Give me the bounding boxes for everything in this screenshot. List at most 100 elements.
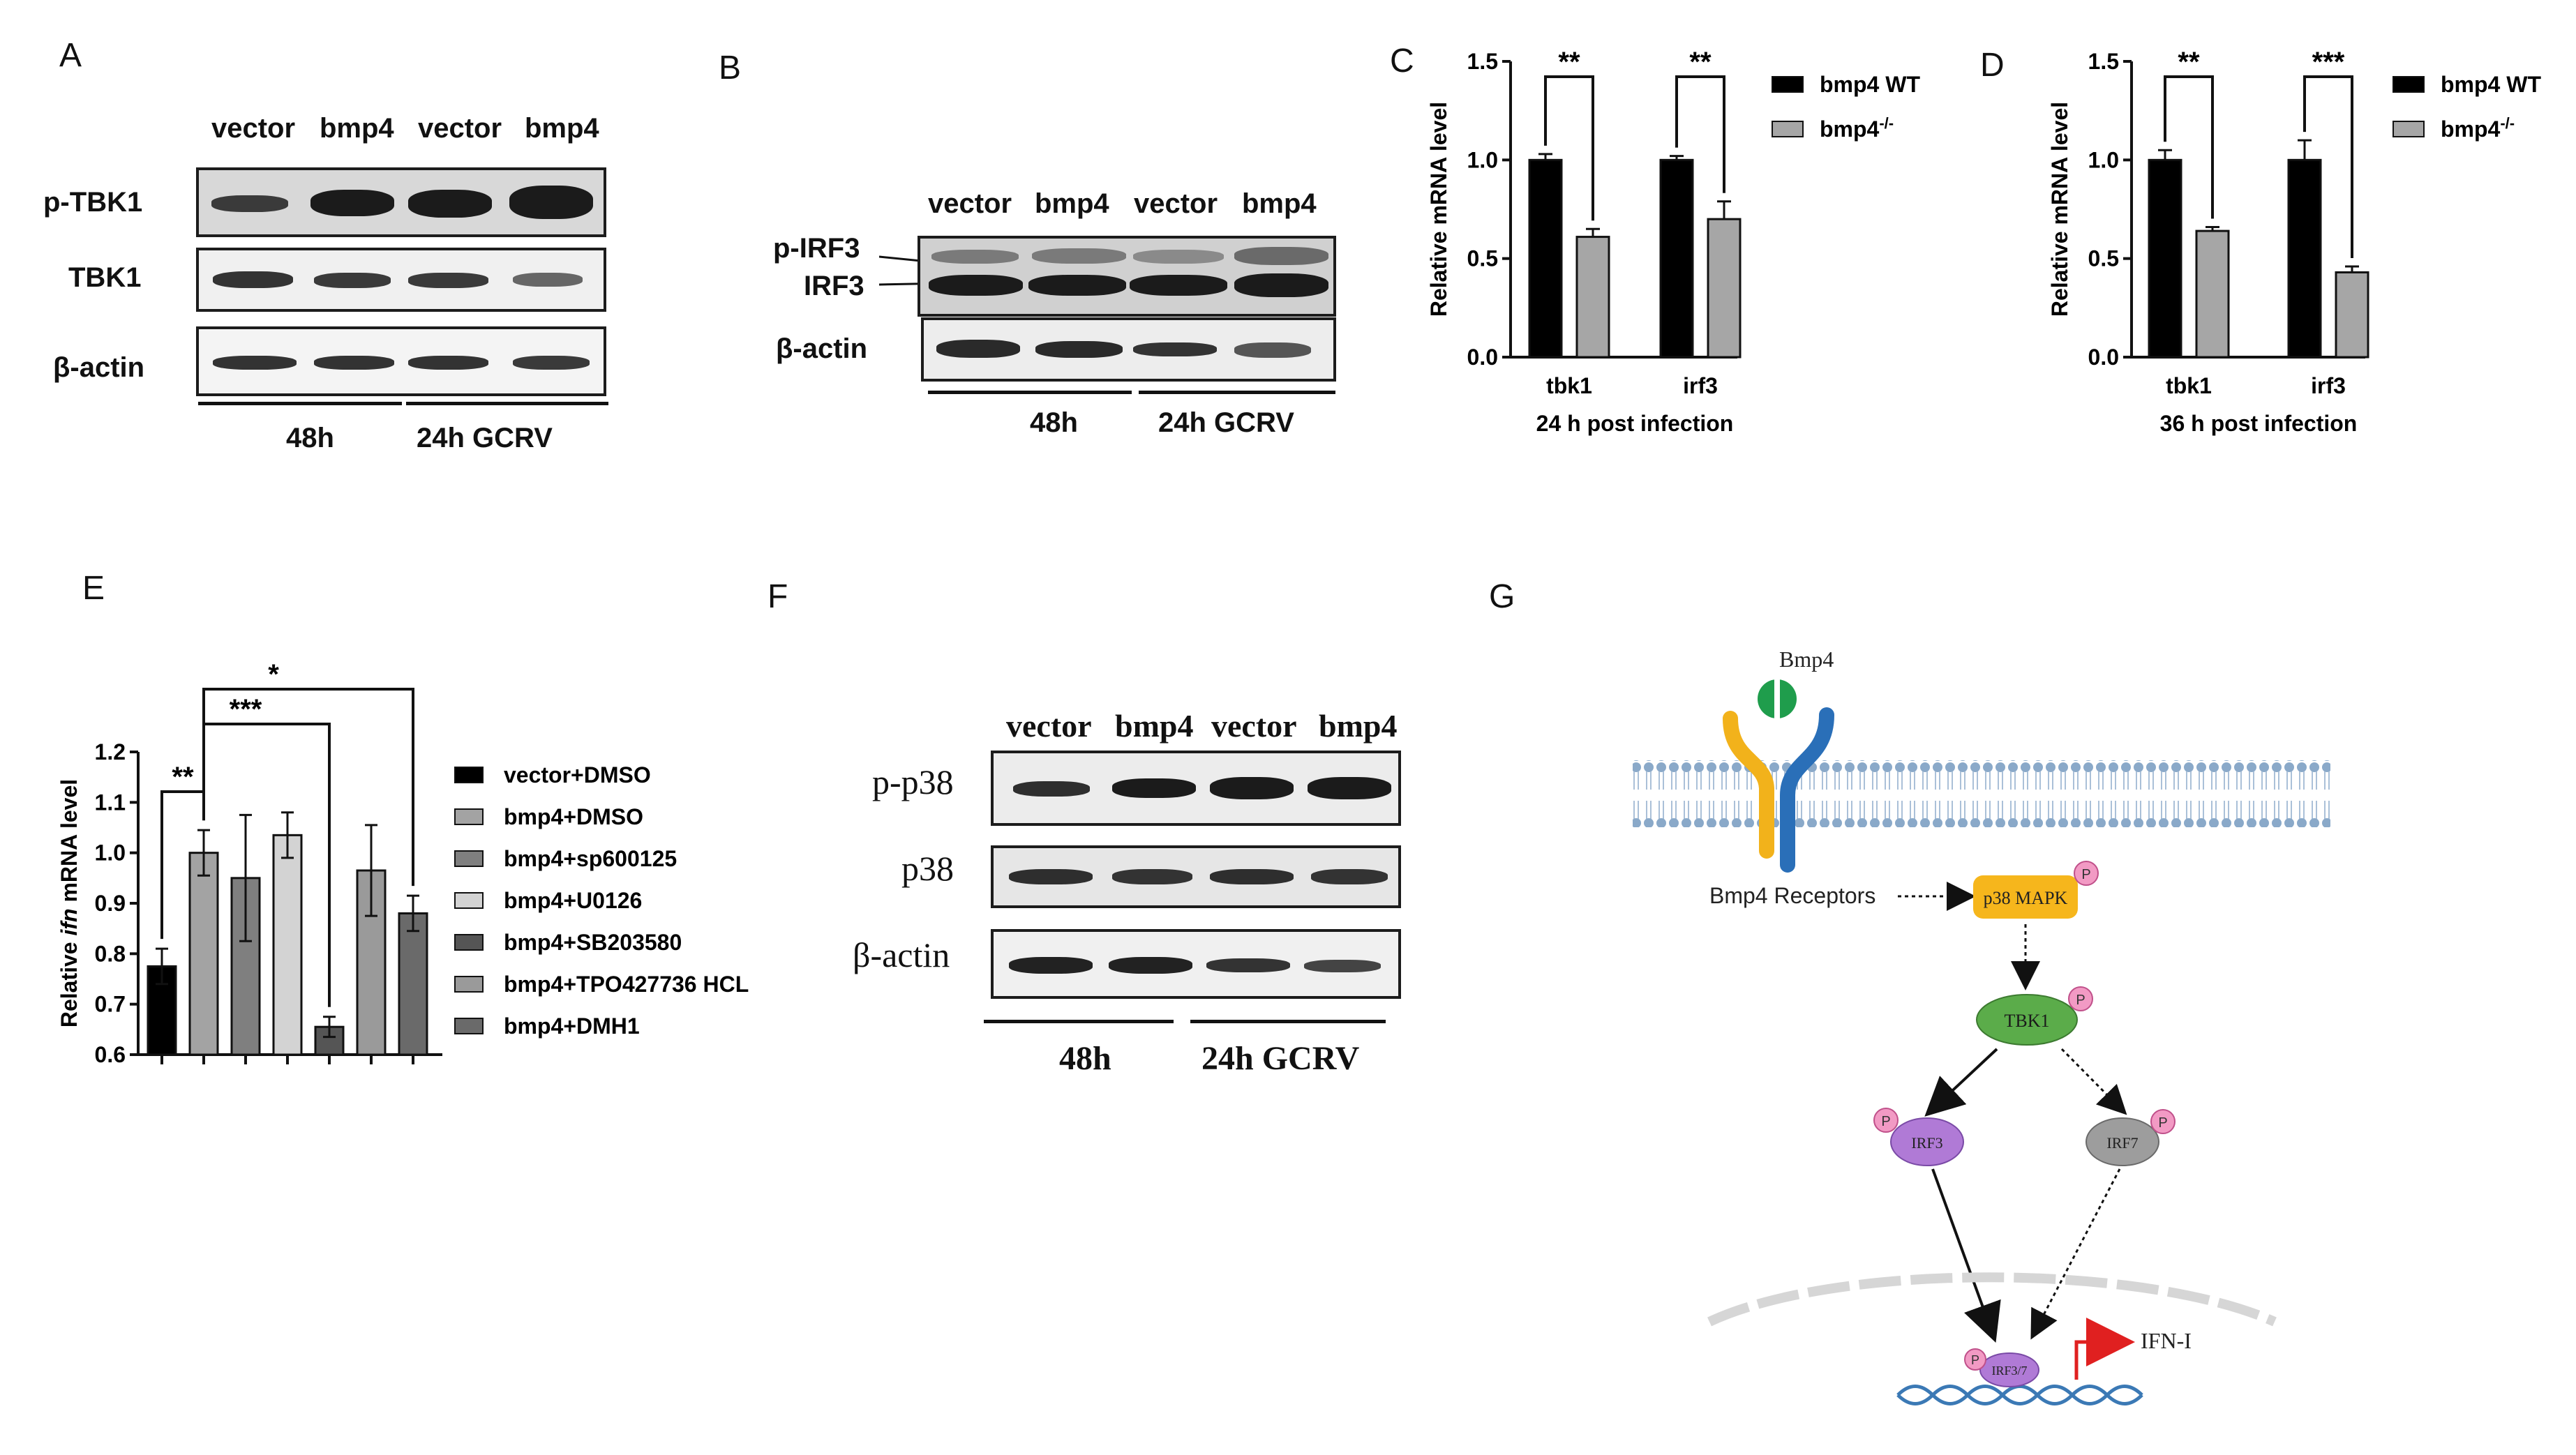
lane-header-b1: vector bbox=[928, 188, 1012, 219]
legend-label: bmp4+SB203580 bbox=[504, 930, 682, 955]
legend-label: bmp4+TPO427736 HCL bbox=[504, 972, 749, 997]
panel-label-f: F bbox=[767, 578, 788, 615]
legend-label: bmp4+U0126 bbox=[504, 888, 642, 913]
legend-swatch bbox=[1772, 121, 1804, 137]
lane-header-b4: bmp4 bbox=[1242, 188, 1317, 219]
y-tick-label: 0.5 bbox=[1467, 246, 1498, 271]
pathway-diagram: Bmp4 Bmp4 Receptors p38 MAPK P TBK1 P IR… bbox=[1633, 647, 2330, 1405]
bmp4-receptors-label: Bmp4 Receptors bbox=[1709, 883, 1875, 908]
underline-gcrv-a bbox=[406, 402, 608, 405]
significance-bracket bbox=[202, 688, 414, 887]
receptor-yellow bbox=[1723, 711, 1774, 859]
row-label-beta-actin-f: β-actin bbox=[853, 935, 950, 974]
lane-header-b2: bmp4 bbox=[1035, 188, 1109, 219]
ifn-transcription-arrow bbox=[2074, 1318, 2135, 1380]
bar bbox=[2148, 158, 2182, 359]
p38-mapk-node bbox=[1973, 875, 2078, 919]
legend-label: vector+DMSO bbox=[504, 762, 651, 787]
phospho-irf7 bbox=[2150, 1109, 2176, 1134]
x-axis-label: 24 h post infection bbox=[1536, 411, 1734, 436]
y-tick-label: 1.5 bbox=[1467, 49, 1498, 74]
bar bbox=[1659, 158, 1694, 359]
y-tick-label: 0.0 bbox=[2088, 345, 2119, 370]
bar bbox=[2287, 158, 2322, 359]
legend-swatch bbox=[454, 934, 484, 951]
row-label-beta-actin-b: β-actin bbox=[776, 333, 868, 364]
condition-gcrv-a: 24h GCRV bbox=[417, 423, 553, 453]
condition-48h-f: 48h bbox=[1059, 1040, 1111, 1077]
lane-header-3: vector bbox=[418, 113, 502, 144]
significance-label: ** bbox=[172, 762, 194, 792]
cell-membrane bbox=[1633, 760, 2330, 827]
nuclear-membrane bbox=[1707, 1272, 2277, 1327]
y-tick-label: 0.8 bbox=[95, 941, 126, 966]
legend-swatch bbox=[1772, 76, 1804, 93]
bar bbox=[188, 852, 219, 1056]
blot-p38 bbox=[991, 845, 1401, 908]
row-label-p-tbk1: p-TBK1 bbox=[43, 187, 143, 218]
legend-swatch bbox=[454, 976, 484, 993]
svg-text:P: P bbox=[2081, 867, 2090, 882]
bar bbox=[1528, 158, 1563, 359]
y-tick-label: 1.0 bbox=[1467, 147, 1498, 172]
y-axis-label: Relative ifn mRNA level bbox=[57, 779, 82, 1027]
legend-swatch bbox=[454, 1018, 484, 1034]
irf3-7-label: IRF3/7 bbox=[1991, 1364, 2027, 1378]
legend-swatch bbox=[454, 850, 484, 867]
legend-label: bmp4+DMH1 bbox=[504, 1013, 640, 1039]
condition-48h-b: 48h bbox=[1030, 407, 1078, 438]
blot-beta-actin-f bbox=[991, 929, 1401, 999]
underline-48h-f bbox=[984, 1020, 1174, 1023]
y-tick-label: 0.6 bbox=[95, 1042, 126, 1067]
y-axis-label: Relative mRNA level bbox=[2047, 102, 2072, 317]
legend-label: bmp4+sp600125 bbox=[504, 846, 677, 871]
legend-label: bmp4+DMSO bbox=[504, 804, 643, 829]
bar bbox=[1575, 236, 1610, 359]
panel-label-a: A bbox=[59, 37, 82, 74]
phospho-p38 bbox=[2074, 861, 2099, 886]
lane-header-f4: bmp4 bbox=[1319, 708, 1398, 744]
panel-label-c: C bbox=[1390, 43, 1414, 80]
y-tick-label: 0.9 bbox=[95, 891, 126, 916]
lane-header-b3: vector bbox=[1134, 188, 1218, 219]
receptor-blue bbox=[1780, 707, 1834, 873]
significance-bracket bbox=[2164, 75, 2214, 219]
y-axis-label: Relative mRNA level bbox=[1426, 102, 1451, 317]
x-tick-label: tbk1 bbox=[2166, 373, 2212, 398]
svg-text:P: P bbox=[2076, 993, 2085, 1008]
y-tick-label: 1.0 bbox=[2088, 147, 2119, 172]
irf3-label: IRF3 bbox=[1911, 1134, 1942, 1152]
row-label-tbk1: TBK1 bbox=[68, 262, 142, 293]
svg-text:P: P bbox=[2158, 1115, 2167, 1131]
legend-swatch bbox=[2392, 121, 2425, 137]
blot-tbk1 bbox=[196, 248, 606, 312]
significance-label: *** bbox=[2312, 47, 2345, 77]
significance-label: ** bbox=[1558, 47, 1580, 77]
ifn-i-label: IFN-I bbox=[2141, 1328, 2192, 1353]
significance-bracket bbox=[1544, 75, 1594, 221]
x-tick-label: tbk1 bbox=[1546, 373, 1592, 398]
irf3-7-node bbox=[1979, 1352, 2039, 1387]
panel-label-d: D bbox=[1980, 47, 2005, 84]
legend-swatch bbox=[454, 767, 484, 783]
irf7-label: IRF7 bbox=[2106, 1134, 2138, 1152]
blot-beta-actin-b bbox=[921, 317, 1336, 382]
blot-irf3 bbox=[918, 236, 1336, 317]
x-axis-label: 36 h post infection bbox=[2160, 411, 2358, 436]
bar bbox=[2335, 271, 2369, 359]
condition-gcrv-b: 24h GCRV bbox=[1158, 407, 1294, 438]
y-tick-label: 0.0 bbox=[1467, 345, 1498, 370]
panel-label-e: E bbox=[82, 570, 105, 607]
y-tick-label: 1.0 bbox=[95, 840, 126, 866]
legend-label: bmp4 WT bbox=[1820, 72, 1920, 97]
condition-gcrv-f: 24h GCRV bbox=[1201, 1040, 1360, 1077]
underline-gcrv-f bbox=[1190, 1020, 1386, 1023]
underline-48h-b bbox=[928, 391, 1132, 394]
blot-beta-actin-a bbox=[196, 326, 606, 396]
phospho-irf3 bbox=[1873, 1108, 1899, 1133]
dna-helix bbox=[1896, 1385, 2143, 1405]
row-label-p-irf3: p-IRF3 bbox=[773, 233, 860, 264]
panel-label-g: G bbox=[1489, 578, 1515, 615]
